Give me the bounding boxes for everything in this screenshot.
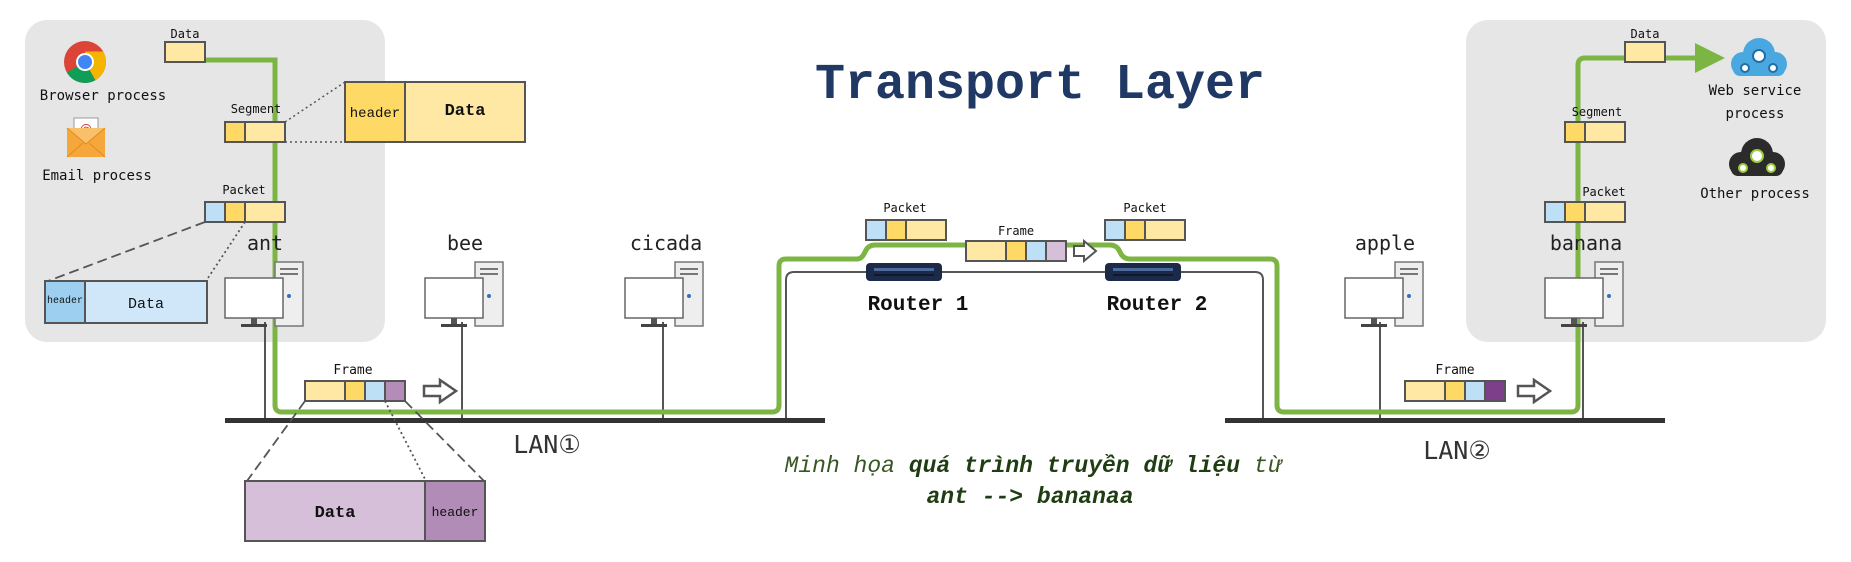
other-process-label: Other process xyxy=(1700,186,1810,202)
packet-label-r1: Packet xyxy=(883,201,926,215)
other-process-cloud-icon xyxy=(1729,138,1785,176)
web-service-label-line1: Web service xyxy=(1709,83,1802,99)
packet-zoom-lines xyxy=(47,221,246,282)
packet-label-r2: Packet xyxy=(1123,201,1166,215)
caption-suffix: từ xyxy=(1240,453,1284,479)
host-banana-computer-icon xyxy=(1544,261,1624,327)
caption-line1: Minh họa quá trình truyền dữ liệu từ xyxy=(785,453,1284,479)
packet-zoom-block xyxy=(44,280,208,324)
packet-block-src xyxy=(204,201,286,223)
chrome-icon xyxy=(64,41,107,84)
packet-label-dst: Packet xyxy=(1582,185,1625,199)
data-flow-path xyxy=(205,43,1725,415)
lan1-bus xyxy=(225,418,825,423)
web-service-cloud-icon xyxy=(1731,38,1787,76)
arrow-right-icon xyxy=(422,377,459,405)
frame-zoom-header: header xyxy=(432,505,479,520)
host-ant-label: ant xyxy=(247,231,283,255)
data-label-dst: Data xyxy=(1631,27,1660,41)
caption-emphasis: quá trình truyền dữ liệu xyxy=(909,453,1240,479)
email-icon: @ xyxy=(66,117,106,158)
caption-line2: ant --> bananaa xyxy=(926,484,1133,510)
page-title: Transport Layer xyxy=(815,57,1265,114)
packet-block-r2 xyxy=(1104,219,1186,241)
segment-zoom-lines xyxy=(284,81,346,143)
segment-label-src: Segment xyxy=(231,102,282,116)
router-2-icon xyxy=(1105,263,1181,281)
host-bee-label: bee xyxy=(447,231,483,255)
frame-block-lan2 xyxy=(1404,380,1506,402)
browser-process-label: Browser process xyxy=(40,88,166,104)
router-1-icon xyxy=(866,263,942,281)
email-process-label: Email process xyxy=(42,168,152,184)
host-ant-computer-icon xyxy=(224,261,304,327)
host-banana-label: banana xyxy=(1550,231,1622,255)
segment-zoom-data: Data xyxy=(445,102,486,121)
packet-zoom-data: Data xyxy=(128,296,164,313)
host-cicada-computer-icon xyxy=(624,261,704,327)
lan2-bus xyxy=(1225,418,1665,423)
packet-block-r1 xyxy=(865,219,947,241)
segment-block-dst xyxy=(1564,121,1626,143)
frame-block-lan1 xyxy=(304,380,406,402)
frame-label-lan1: Frame xyxy=(333,363,372,378)
segment-zoom-block xyxy=(344,81,526,143)
lan2-label: LAN② xyxy=(1423,436,1491,465)
segment-zoom-header: header xyxy=(350,106,400,122)
caption-prefix: Minh họa xyxy=(785,453,909,479)
router-1-label: Router 1 xyxy=(868,294,969,317)
frame-label-lan2: Frame xyxy=(1435,363,1474,378)
web-service-label-line2: process xyxy=(1725,106,1784,122)
frame-zoom-lines xyxy=(246,400,485,482)
data-block-src xyxy=(164,41,206,63)
arrow-right-icon xyxy=(1516,377,1553,405)
frame-label-wan: Frame xyxy=(998,224,1034,238)
destination-host-panel xyxy=(1466,20,1826,342)
packet-zoom-header: header xyxy=(47,295,83,307)
frame-block-wan xyxy=(965,240,1067,262)
arrow-right-icon xyxy=(1073,238,1098,264)
segment-label-dst: Segment xyxy=(1572,105,1623,119)
frame-zoom-data: Data xyxy=(315,504,356,523)
data-block-dst xyxy=(1624,41,1666,63)
lan1-label: LAN① xyxy=(513,430,581,459)
packet-block-dst xyxy=(1544,201,1626,223)
host-bee-computer-icon xyxy=(424,261,504,327)
host-cicada-label: cicada xyxy=(630,231,702,255)
router-2-label: Router 2 xyxy=(1107,294,1208,317)
host-apple-label: apple xyxy=(1355,231,1415,255)
frame-zoom-block xyxy=(244,480,486,542)
packet-label-src: Packet xyxy=(222,183,265,197)
network-cabling xyxy=(264,271,1584,418)
data-label-src: Data xyxy=(171,27,200,41)
segment-block-src xyxy=(224,121,286,143)
host-apple-computer-icon xyxy=(1344,261,1424,327)
